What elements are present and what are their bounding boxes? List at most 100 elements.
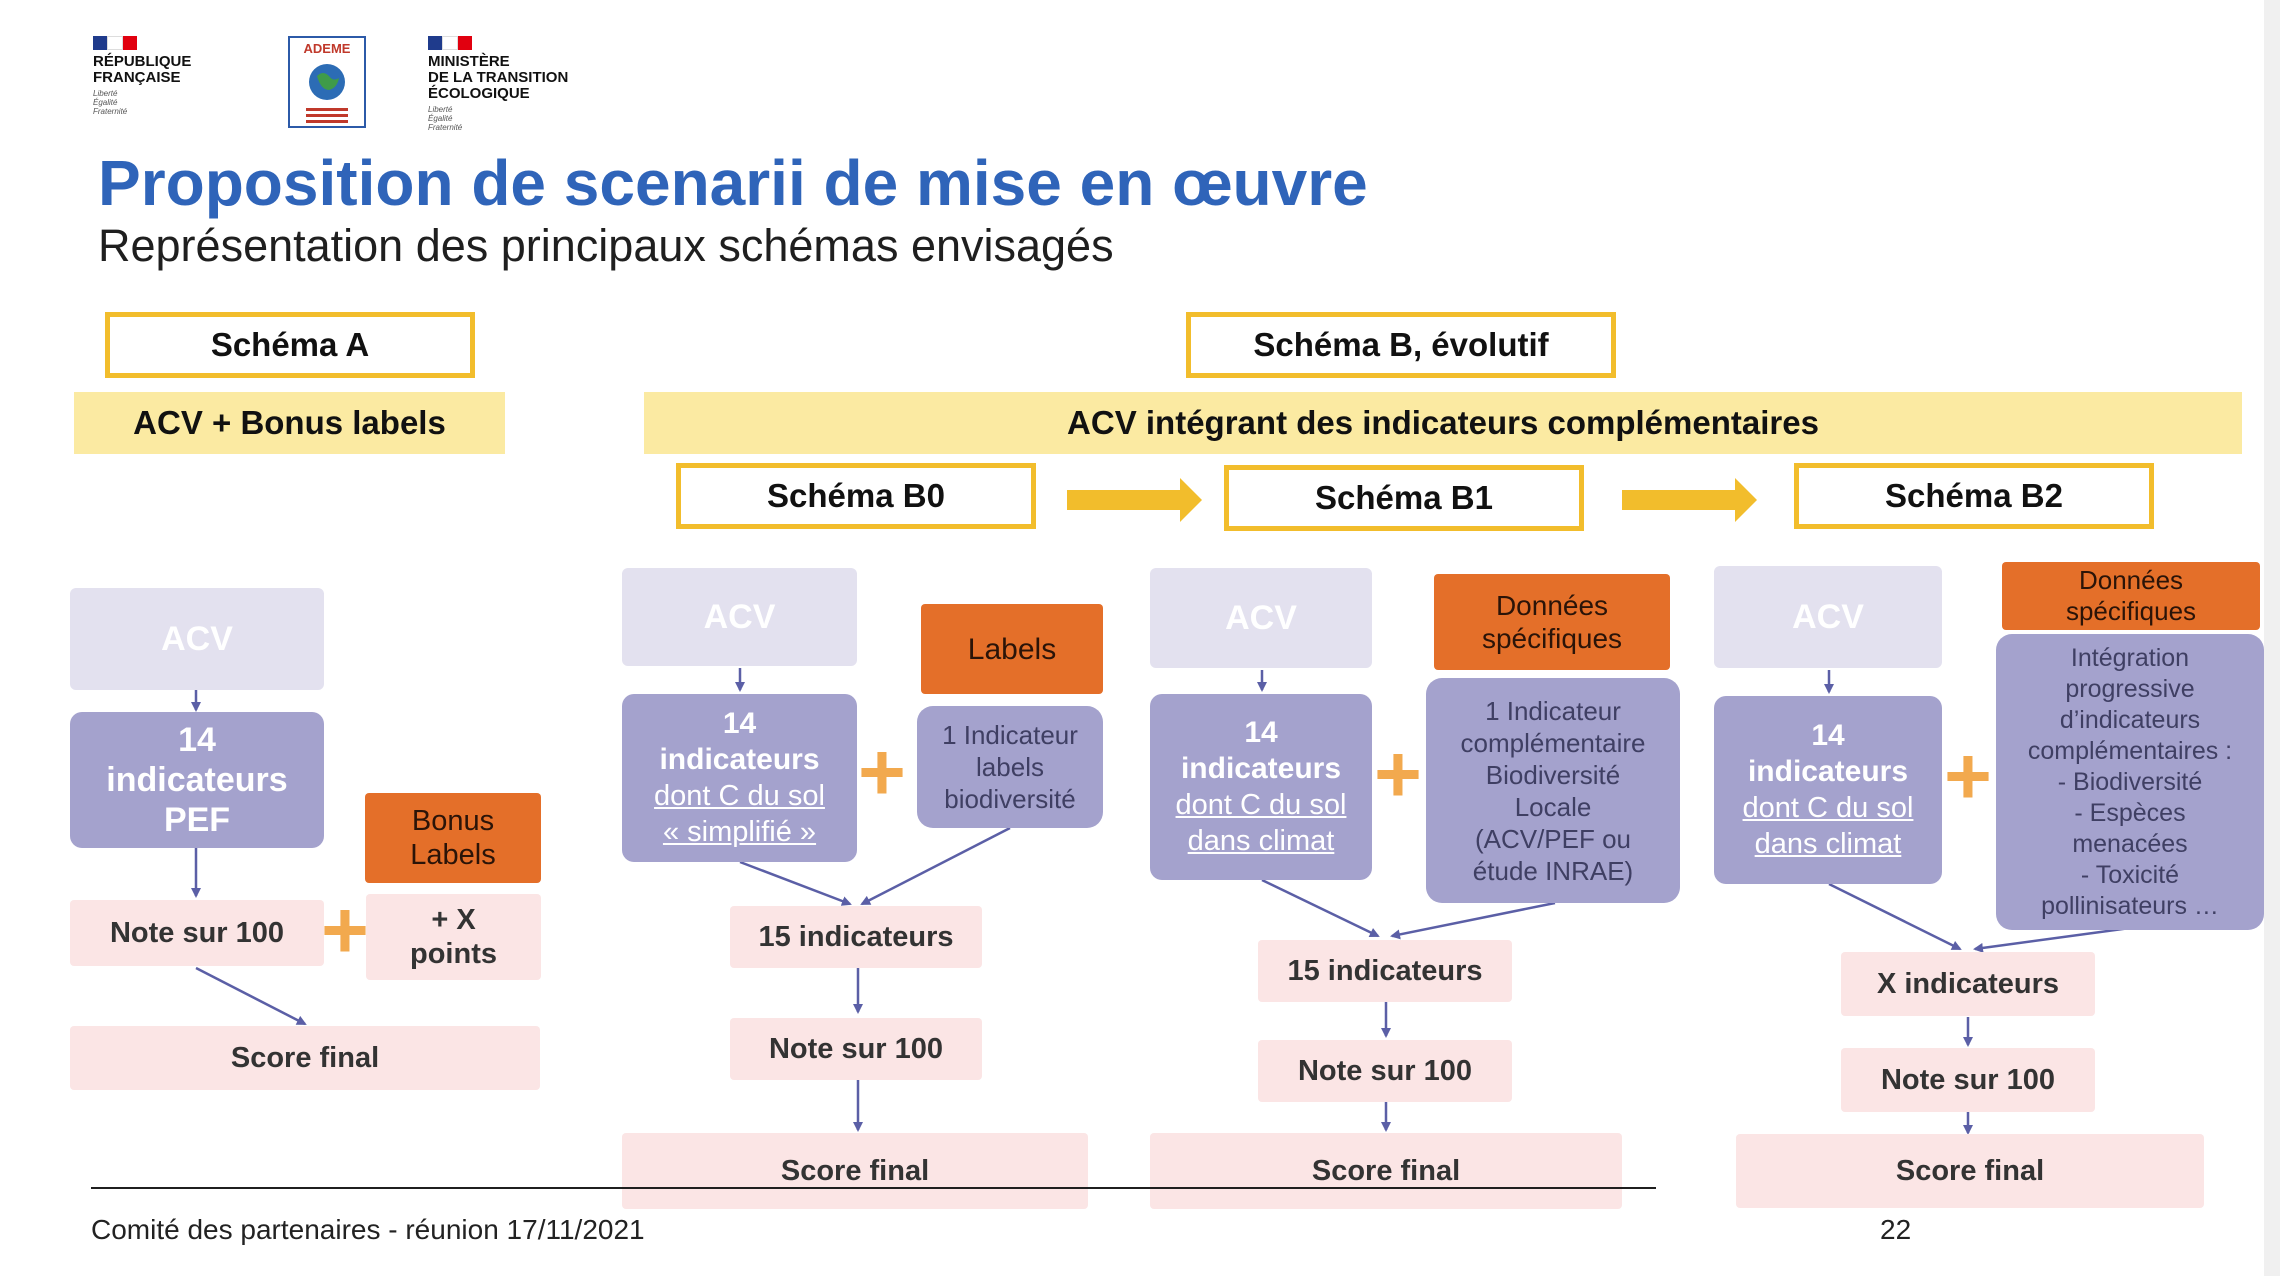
description-line: Biodiversité — [1485, 759, 1621, 790]
b2-donnees-specifiques-box: Données spécifiques — [2002, 562, 2260, 630]
indicators-detail: dans climat — [1187, 825, 1335, 857]
description-line: Locale — [1514, 791, 1592, 822]
logo-text-line: ÉCOLOGIQUE — [428, 85, 530, 102]
indicators-word: indicateurs — [659, 743, 820, 776]
ademe-logo: ADEME — [288, 36, 366, 128]
description-line: - Espèces — [2074, 798, 2186, 827]
logo-motto-line: Égalité — [93, 98, 118, 107]
b0-note-box: Note sur 100 — [730, 1018, 982, 1080]
logo-motto-line: Égalité — [428, 114, 453, 123]
b2-description-box: Intégration progressive d’indicateurs co… — [1996, 634, 2264, 930]
globe-icon — [306, 64, 348, 123]
description-line: Intégration — [2070, 643, 2190, 672]
description-line: étude INRAE) — [1472, 855, 1634, 886]
indicators-word: indicateurs — [1747, 755, 1909, 788]
orange-line: Données — [1495, 590, 1609, 621]
b1-description-box: 1 Indicateur complémentaire Biodiversité… — [1426, 678, 1680, 903]
page-number: 22 — [1880, 1214, 1912, 1245]
logo-motto-line: Fraternité — [428, 123, 463, 132]
schema-a-band: ACV + Bonus labels — [74, 392, 505, 454]
schema-b1-label: Schéma B1 — [1224, 465, 1584, 531]
progression-arrow — [1622, 478, 1757, 522]
schema-a-points-box: + X points — [366, 894, 541, 980]
points-line: points — [410, 938, 497, 970]
description-line: menacées — [2072, 829, 2188, 858]
b2-note-box: Note sur 100 — [1841, 1048, 2095, 1112]
connector-line — [1390, 901, 1556, 940]
indicators-word: indicateurs — [1180, 752, 1342, 785]
connector-line — [860, 826, 1011, 906]
description-line: progressive — [2065, 674, 2195, 703]
connector-line — [195, 966, 307, 1026]
b2-acv-box: ACV — [1714, 566, 1942, 668]
orange-line: spécifiques — [2065, 596, 2197, 626]
schema-a-bonus-labels-box: Bonus Labels — [365, 793, 541, 883]
b1-note-box: Note sur 100 — [1258, 1040, 1512, 1102]
b1-total-indicators-box: 15 indicateurs — [1258, 940, 1512, 1002]
scrollbar[interactable] — [2264, 0, 2280, 1276]
schema-a-indicators-box: 14 indicateurs PEF — [70, 712, 324, 848]
indicators-number: 14 — [722, 707, 757, 740]
indicators-detail: « simplifié » — [662, 816, 817, 848]
description-line: 1 Indicateur — [1485, 695, 1621, 726]
description-line: 1 Indicateur — [942, 720, 1078, 750]
footer-divider — [91, 1187, 1656, 1189]
b0-total-indicators-box: 15 indicateurs — [730, 906, 982, 968]
description-line: biodiversité — [944, 784, 1076, 814]
logo-motto-line: Liberté — [93, 89, 118, 98]
indicators-line: PEF — [163, 801, 231, 839]
description-line: d’indicateurs — [2059, 705, 2201, 734]
connector-line — [1261, 878, 1380, 938]
indicators-detail: dont C du sol — [1742, 792, 1914, 824]
indicators-line: 14 — [178, 721, 216, 759]
orange-line: spécifiques — [1481, 623, 1623, 654]
plus-icon: + — [321, 885, 369, 976]
b0-labels-box: Labels — [921, 604, 1103, 694]
schema-b-label: Schéma B, évolutif — [1186, 312, 1616, 378]
b0-indicators-box: 14 indicateurs dont C du sol « simplifié… — [622, 694, 857, 862]
bonus-line: Bonus — [411, 805, 495, 837]
b1-acv-box: ACV — [1150, 568, 1372, 668]
description-line: complémentaires : — [2027, 736, 2233, 765]
plus-icon: + — [1374, 729, 1422, 820]
b2-score-box: Score final — [1736, 1134, 2204, 1208]
description-line: (ACV/PEF ou — [1474, 823, 1632, 854]
indicators-detail: dans climat — [1754, 828, 1902, 860]
description-line: - Biodiversité — [2057, 767, 2203, 796]
logo-text-line: FRANÇAISE — [93, 69, 181, 86]
republique-francaise-logo: RÉPUBLIQUE FRANÇAISE Liberté Égalité Fra… — [93, 36, 243, 130]
connector-line — [1973, 926, 2131, 953]
b1-score-box: Score final — [1150, 1133, 1622, 1209]
logo-text-line: RÉPUBLIQUE — [93, 53, 192, 70]
connector-line — [739, 860, 852, 906]
logo-text-line: DE LA TRANSITION — [428, 69, 569, 86]
b1-donnees-specifiques-box: Données spécifiques — [1434, 574, 1670, 670]
french-flag-icon — [93, 36, 137, 50]
orange-line: Données — [2078, 565, 2184, 595]
b0-score-box: Score final — [622, 1133, 1088, 1209]
ministere-transition-ecologique-logo: MINISTÈRE DE LA TRANSITION ÉCOLOGIQUE Li… — [428, 36, 598, 132]
connector-line — [1828, 882, 1962, 951]
indicators-line: indicateurs — [106, 761, 288, 799]
schema-b0-label: Schéma B0 — [676, 463, 1036, 529]
description-line: pollinisateurs … — [2041, 891, 2219, 920]
logo-motto-line: Fraternité — [93, 107, 128, 116]
logo-motto-line: Liberté — [428, 105, 453, 114]
bonus-line: Labels — [410, 839, 496, 871]
b2-total-indicators-box: X indicateurs — [1841, 952, 2095, 1016]
indicators-detail: dont C du sol — [1175, 789, 1347, 821]
b0-description-box: 1 Indicateur labels biodiversité — [917, 706, 1103, 828]
indicators-number: 14 — [1244, 716, 1278, 749]
b1-indicators-box: 14 indicateurs dont C du sol dans climat — [1150, 694, 1372, 880]
description-line: complémentaire — [1460, 727, 1646, 758]
b0-acv-box: ACV — [622, 568, 857, 666]
schema-b-band: ACV intégrant des indicateurs complément… — [644, 392, 2242, 454]
footer-text: Comité des partenaires - réunion 17/11/2… — [91, 1214, 645, 1245]
schema-a-note-box: Note sur 100 — [70, 900, 324, 966]
indicators-number: 14 — [1811, 719, 1845, 752]
logo-text-line: MINISTÈRE — [428, 53, 510, 70]
plus-icon: + — [858, 727, 906, 818]
schema-a-acv-box: ACV — [70, 588, 324, 690]
description-line: - Toxicité — [2080, 860, 2180, 889]
